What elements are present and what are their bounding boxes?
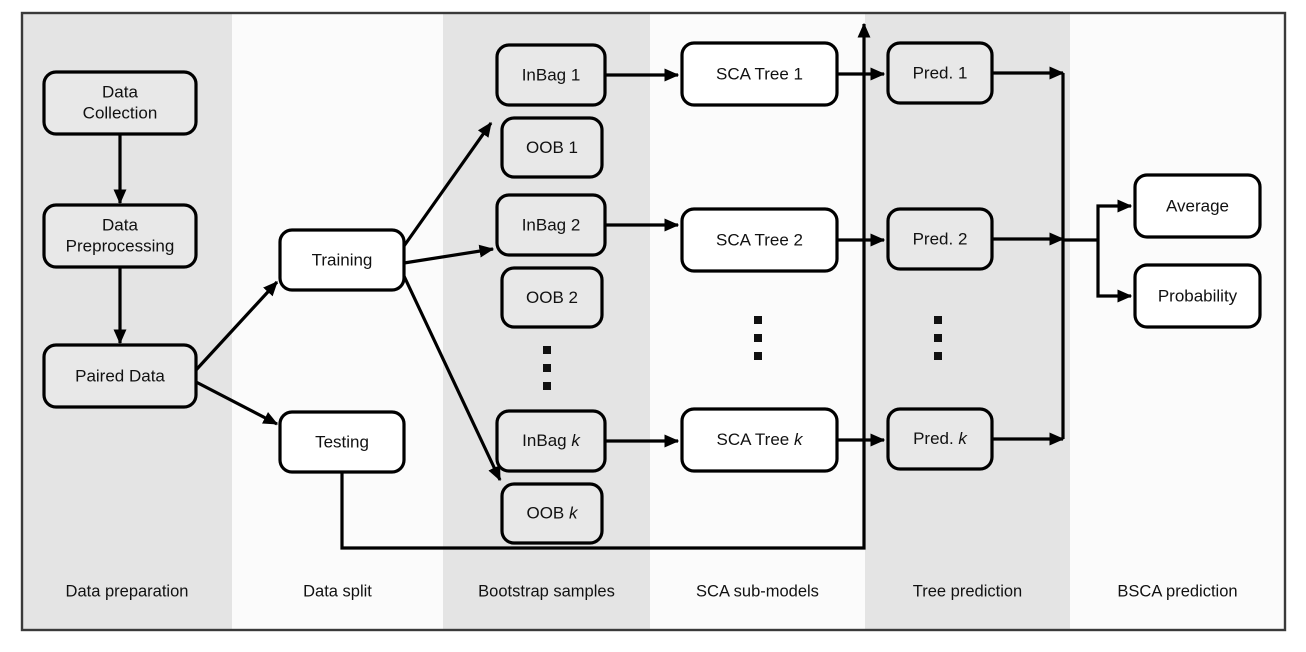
node-pred-2: Pred. 2: [886, 207, 994, 271]
node-label-pred-2: Pred. 2: [913, 229, 968, 248]
edge-aggregate-to-average: [1096, 199, 1133, 240]
node-label-sca-tree-k: SCA Tree k: [717, 430, 804, 449]
band-label-tree-prediction: Tree prediction: [913, 582, 1022, 600]
node-box-oob-k: [500, 482, 604, 545]
edge-training-to-inbag-1: [402, 122, 493, 247]
edges-layer: [113, 22, 1133, 550]
band-label-data-preparation: Data preparation: [66, 582, 189, 600]
band-label-bsca-prediction: BSCA prediction: [1117, 582, 1237, 600]
node-oob-2: OOB 2: [500, 266, 604, 329]
band-label-bootstrap-samples: Bootstrap samples: [478, 582, 615, 600]
edge-aggregate-to-probability: [1096, 240, 1133, 303]
ellipsis-pred-dot: [934, 316, 942, 324]
node-label-inbag-1: InBag 1: [522, 65, 581, 84]
node-pred-k: Pred. k: [886, 407, 994, 471]
node-label-pred-k: Pred. k: [913, 429, 968, 448]
node-pred-1: Pred. 1: [886, 41, 994, 105]
node-probability: Probability: [1133, 263, 1262, 329]
node-sca-tree-1: SCA Tree 1: [680, 41, 839, 107]
node-label-inbag-k: InBag k: [522, 431, 581, 450]
node-label-oob-2: OOB 2: [526, 288, 578, 307]
node-box-testing: [278, 410, 406, 474]
band-label-sca-sub-models: SCA sub-models: [696, 582, 819, 600]
figure-frame: [20, 11, 1287, 632]
node-label-pred-1: Pred. 1: [913, 63, 968, 82]
node-label-inbag-2: InBag 2: [522, 215, 581, 234]
ellipsis-bootstrap-dot: [543, 364, 551, 372]
node-training: Training: [278, 228, 406, 292]
ellipsis-pred-dot: [934, 334, 942, 342]
ellipsis-layer: [543, 316, 942, 390]
node-box-sca-tree-k: [680, 407, 839, 473]
ellipsis-sca-dot: [754, 316, 762, 324]
node-box-pred-k: [886, 407, 994, 471]
ellipsis-sca-dot: [754, 334, 762, 342]
node-box-sca-tree-1: [680, 41, 839, 107]
edge-testing-to-trees-bus: [340, 22, 871, 550]
node-box-inbag-2: [495, 193, 607, 257]
node-box-pred-1: [886, 41, 994, 105]
ellipsis-bootstrap-dot: [543, 346, 551, 354]
node-label-data-preprocessing-line2: Preprocessing: [66, 236, 175, 255]
node-box-paired-data: [42, 343, 198, 409]
node-box-oob-1: [500, 116, 604, 179]
node-label-data-collection-line1: Data: [102, 82, 138, 101]
band-tree-prediction: [865, 13, 1070, 630]
node-label-average: Average: [1166, 196, 1229, 215]
node-box-probability: [1133, 263, 1262, 329]
node-label-oob-1: OOB 1: [526, 138, 578, 157]
node-label-sca-tree-1: SCA Tree 1: [716, 64, 803, 83]
node-box-training: [278, 228, 406, 292]
band-label-data-split: Data split: [303, 582, 372, 600]
node-average: Average: [1133, 173, 1262, 239]
node-sca-tree-2: SCA Tree 2: [680, 207, 839, 273]
node-box-average: [1133, 173, 1262, 239]
edge-paired-to-training: [194, 280, 279, 372]
node-box-oob-2: [500, 266, 604, 329]
node-box-data-preprocessing: [42, 203, 198, 269]
node-label-training: Training: [312, 250, 373, 269]
ellipsis-bootstrap-dot: [543, 382, 551, 390]
node-inbag-2: InBag 2: [495, 193, 607, 257]
node-label-testing: Testing: [315, 432, 369, 451]
node-box-pred-2: [886, 207, 994, 271]
node-oob-k: OOB k: [500, 482, 604, 545]
edge-training-to-oob-k: [402, 275, 502, 482]
node-sca-tree-k: SCA Tree k: [680, 407, 839, 473]
node-label-data-collection-line2: Collection: [83, 103, 158, 122]
node-paired-data: Paired Data: [42, 343, 198, 409]
node-oob-1: OOB 1: [500, 116, 604, 179]
band-data-split: [232, 13, 443, 630]
node-box-inbag-1: [495, 43, 607, 107]
node-box-inbag-k: [495, 409, 607, 473]
band-labels-layer: Data preparation Data split Bootstrap samp…: [66, 582, 1238, 600]
ellipsis-sca-dot: [754, 352, 762, 360]
ellipsis-pred-dot: [934, 352, 942, 360]
node-box-data-collection: [42, 70, 198, 136]
band-background-layer: [22, 13, 1285, 630]
node-label-data-preprocessing-line1: Data: [102, 215, 138, 234]
node-label-probability: Probability: [1158, 286, 1238, 305]
node-testing: Testing: [278, 410, 406, 474]
edge-training-to-inbag-2: [403, 244, 495, 265]
node-inbag-k: InBag k: [495, 409, 607, 473]
edge-paired-to-testing: [195, 380, 279, 426]
node-inbag-1: InBag 1: [495, 43, 607, 107]
node-label-paired-data: Paired Data: [75, 366, 165, 385]
node-label-sca-tree-2: SCA Tree 2: [716, 230, 803, 249]
node-label-oob-k: OOB k: [526, 504, 579, 523]
node-box-sca-tree-2: [680, 207, 839, 273]
